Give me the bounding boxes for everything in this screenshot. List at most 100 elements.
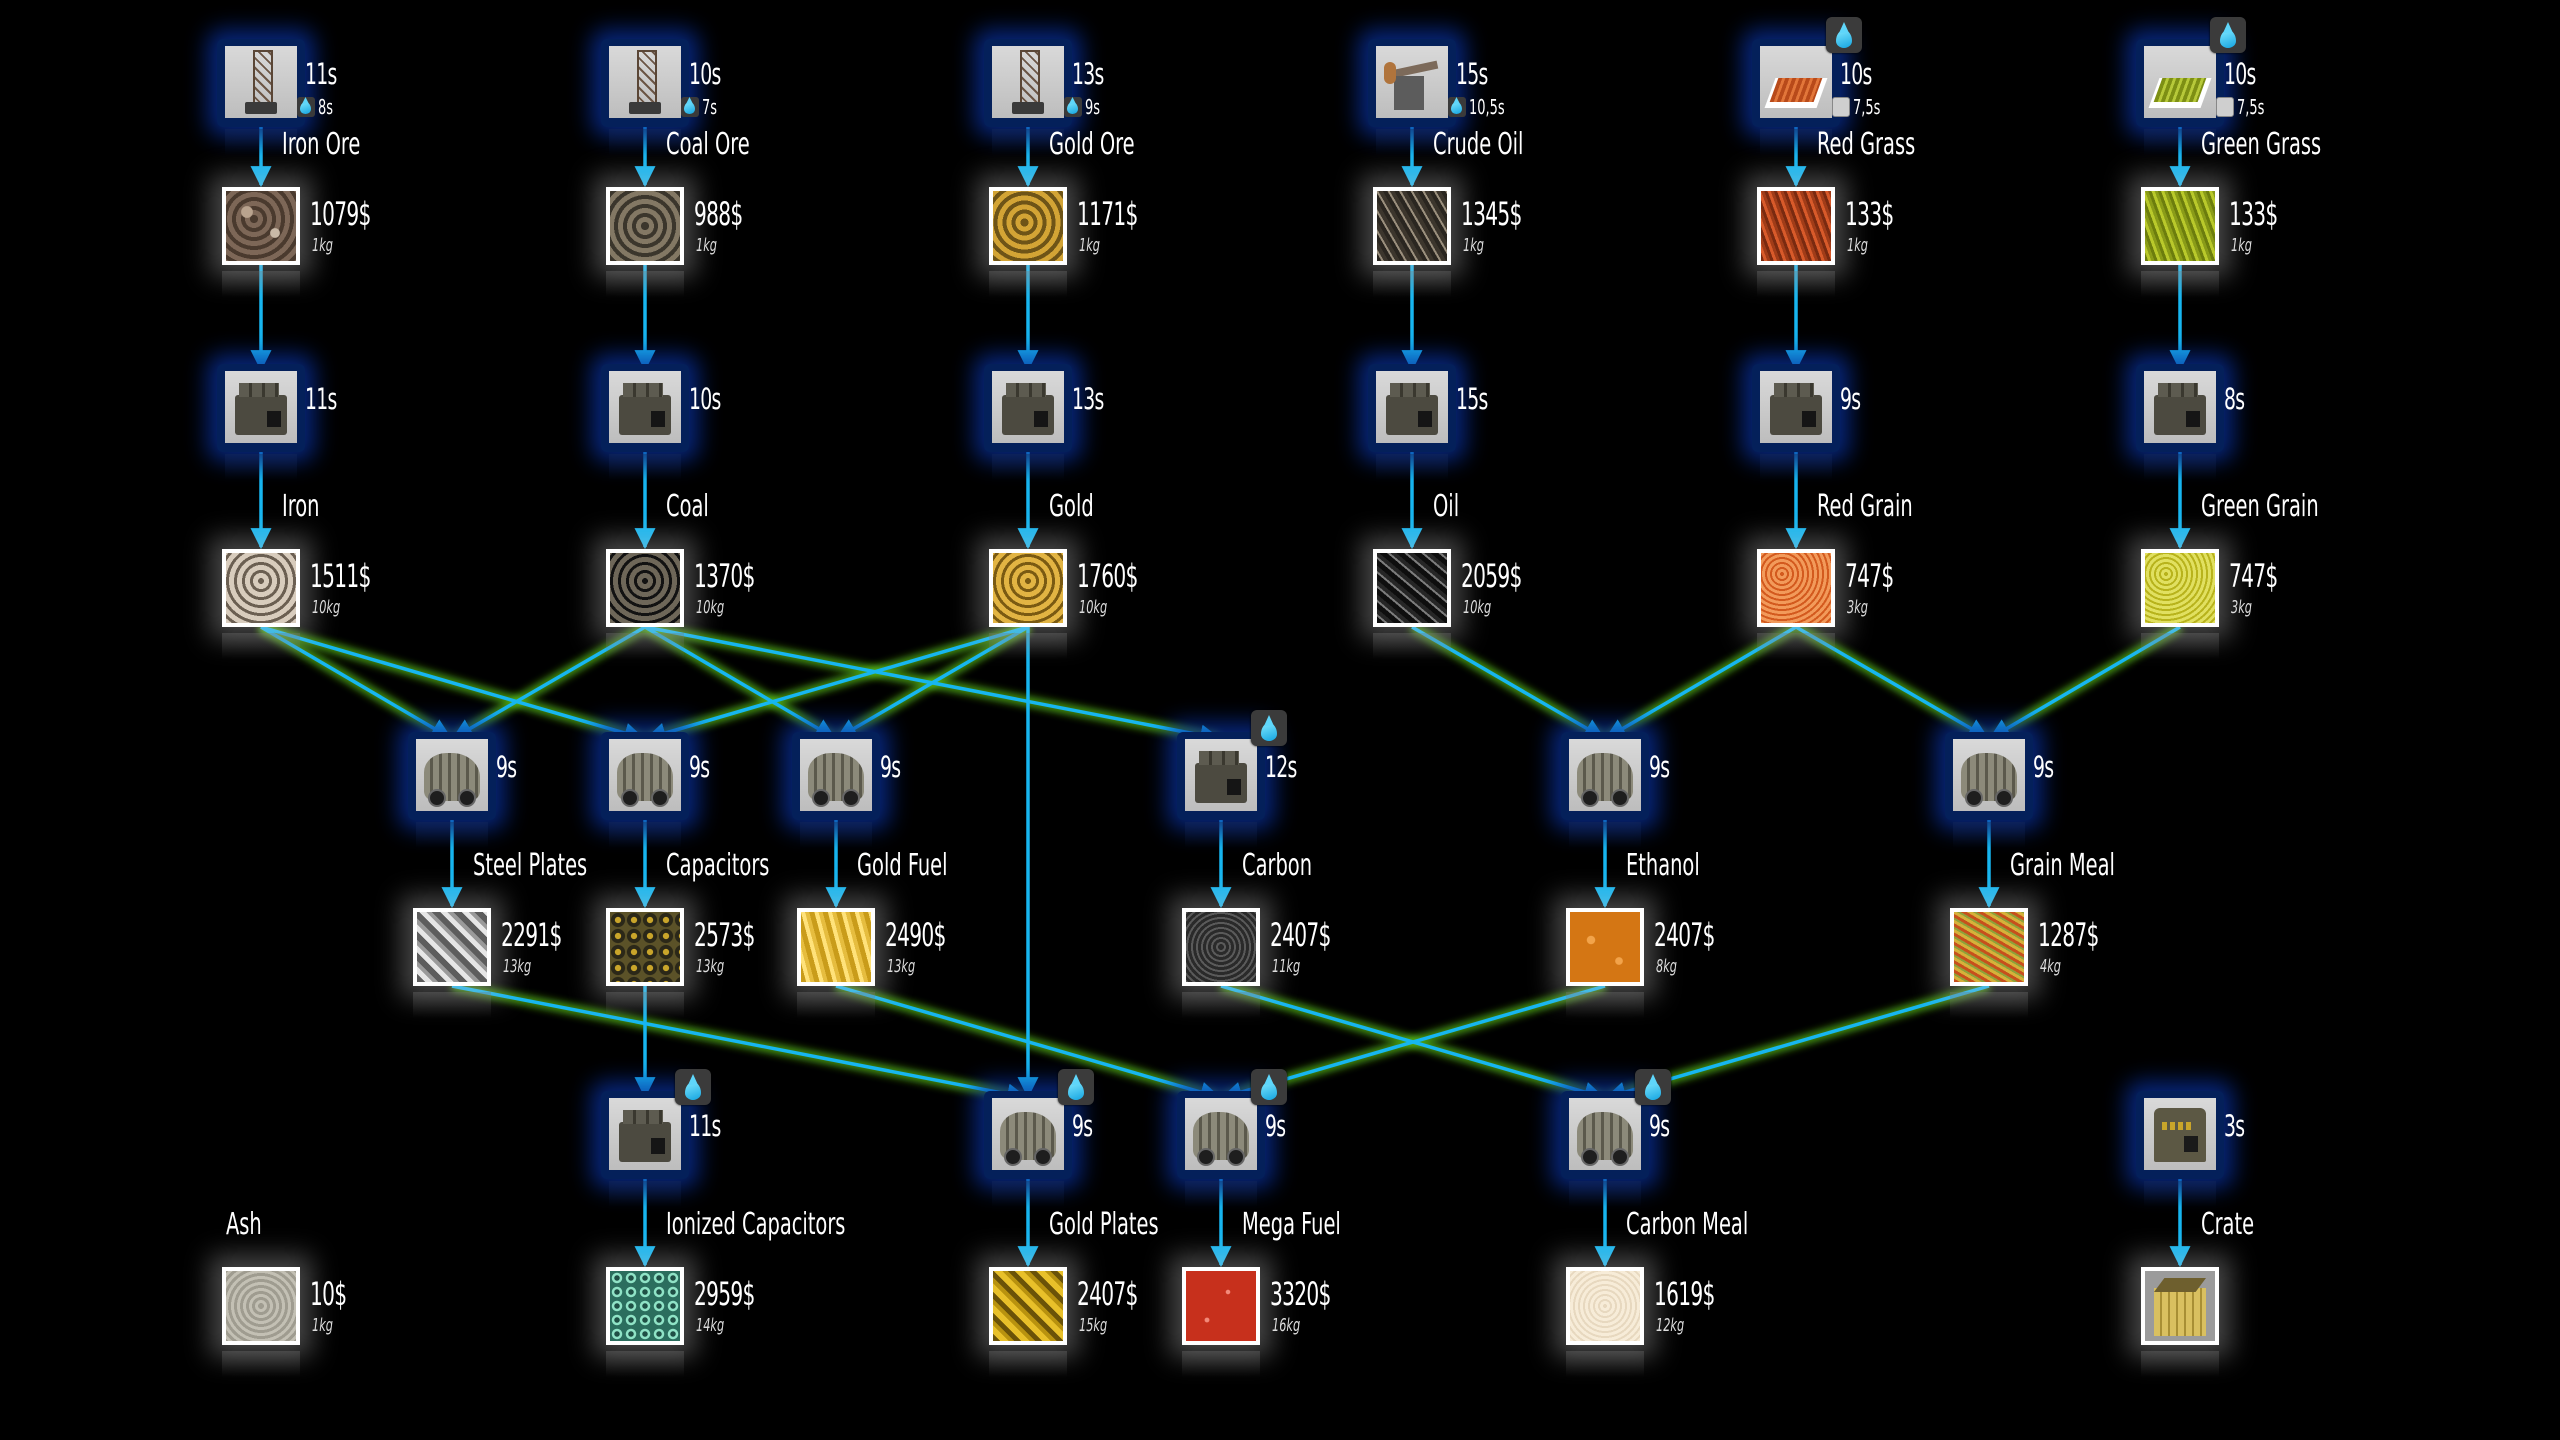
- machine-reflection: [1569, 822, 1641, 848]
- machine-node[interactable]: 11s: [601, 1069, 721, 1207]
- drill-rig-icon: [225, 46, 297, 118]
- machine-node[interactable]: 3s: [2136, 1091, 2245, 1207]
- water-drop-icon: [1451, 102, 1462, 114]
- item-reflection: [1373, 271, 1451, 297]
- drill-rig-icon-part: [253, 50, 273, 108]
- item-node[interactable]: Crate: [2141, 1207, 2254, 1377]
- machine-time: 9s: [880, 750, 901, 784]
- oil-pump-icon-part: [1394, 76, 1424, 110]
- machine-node[interactable]: 8s: [2136, 364, 2245, 480]
- machine-node[interactable]: 9s: [1945, 732, 2054, 848]
- mixer-drum-icon: [416, 739, 488, 811]
- mixer-drum-icon: [800, 739, 872, 811]
- item-reflection: [606, 633, 684, 659]
- machine-node[interactable]: 9s: [1561, 1069, 1671, 1207]
- item-name: Steel Plates: [473, 848, 588, 883]
- machine-node[interactable]: 13s: [984, 364, 1104, 480]
- item-reflection: [1373, 633, 1451, 659]
- crate-icon: [2144, 1270, 2216, 1342]
- water-requirement-badge[interactable]: [1058, 1069, 1094, 1105]
- mixer-drum-icon: [1569, 739, 1641, 811]
- machine-reflection: [2144, 1181, 2216, 1207]
- machine-node[interactable]: 11s: [217, 364, 337, 480]
- item-name: Coal: [666, 489, 709, 524]
- water-drop-icon: [1261, 1082, 1277, 1100]
- water-drop-icon: [685, 1082, 701, 1100]
- item-price: 1619$: [1654, 1275, 1715, 1313]
- water-requirement-badge[interactable]: [1251, 710, 1287, 746]
- machine-time: 15s: [1456, 382, 1488, 416]
- item-price: 2959$: [694, 1275, 755, 1313]
- machine-reflection: [1376, 454, 1448, 480]
- machine-node[interactable]: 12s: [1177, 710, 1297, 848]
- machine-node[interactable]: 9s: [1752, 364, 1861, 480]
- machine-time: 11s: [305, 382, 337, 416]
- machine-node[interactable]: 9s: [1177, 1069, 1287, 1207]
- item-name: Iron: [282, 489, 320, 524]
- smelter-icon-part: [623, 1110, 663, 1124]
- water-requirement-badge[interactable]: [2210, 17, 2246, 53]
- item-reflection: [1182, 992, 1260, 1018]
- machine-node[interactable]: 9s: [408, 732, 517, 848]
- link-glow: [644, 622, 1220, 744]
- machine-node[interactable]: 9s: [601, 732, 710, 848]
- green-field-icon-part: [2153, 78, 2207, 102]
- water-requirement-badge[interactable]: [1635, 1069, 1671, 1105]
- smelter-icon: [225, 371, 297, 443]
- item-name: Gold Fuel: [857, 848, 948, 883]
- item-price: 10$: [310, 1275, 347, 1313]
- machine-reflection: [225, 129, 297, 155]
- machine-node[interactable]: 15s: [1368, 364, 1488, 480]
- machine-node[interactable]: 9s: [984, 1069, 1094, 1207]
- machine-reflection: [1376, 129, 1448, 155]
- water-requirement-badge[interactable]: [1251, 1069, 1287, 1105]
- machine-reflection: [1185, 1181, 1257, 1207]
- water-requirement-badge[interactable]: [1826, 17, 1862, 53]
- item-price: 1345$: [1461, 195, 1522, 233]
- machine-reflection: [992, 454, 1064, 480]
- item-weight: 16kg: [1272, 1315, 1301, 1336]
- item-reflection: [797, 992, 875, 1018]
- item-name: Green Grain: [2201, 489, 2319, 524]
- machine-node[interactable]: 10s: [601, 364, 721, 480]
- smelter-icon-part: [1390, 383, 1430, 397]
- item-reflection: [606, 1351, 684, 1377]
- item-name: Gold: [1049, 489, 1094, 524]
- machine-node[interactable]: 9s: [1561, 732, 1670, 848]
- item-weight: 11kg: [1272, 956, 1301, 977]
- red-field-icon: [1760, 46, 1832, 118]
- machine-time: 9s: [689, 750, 710, 784]
- machine-node[interactable]: 9s: [792, 732, 901, 848]
- item-price: 133$: [2229, 195, 2278, 233]
- water-requirement-badge[interactable]: [675, 1069, 711, 1105]
